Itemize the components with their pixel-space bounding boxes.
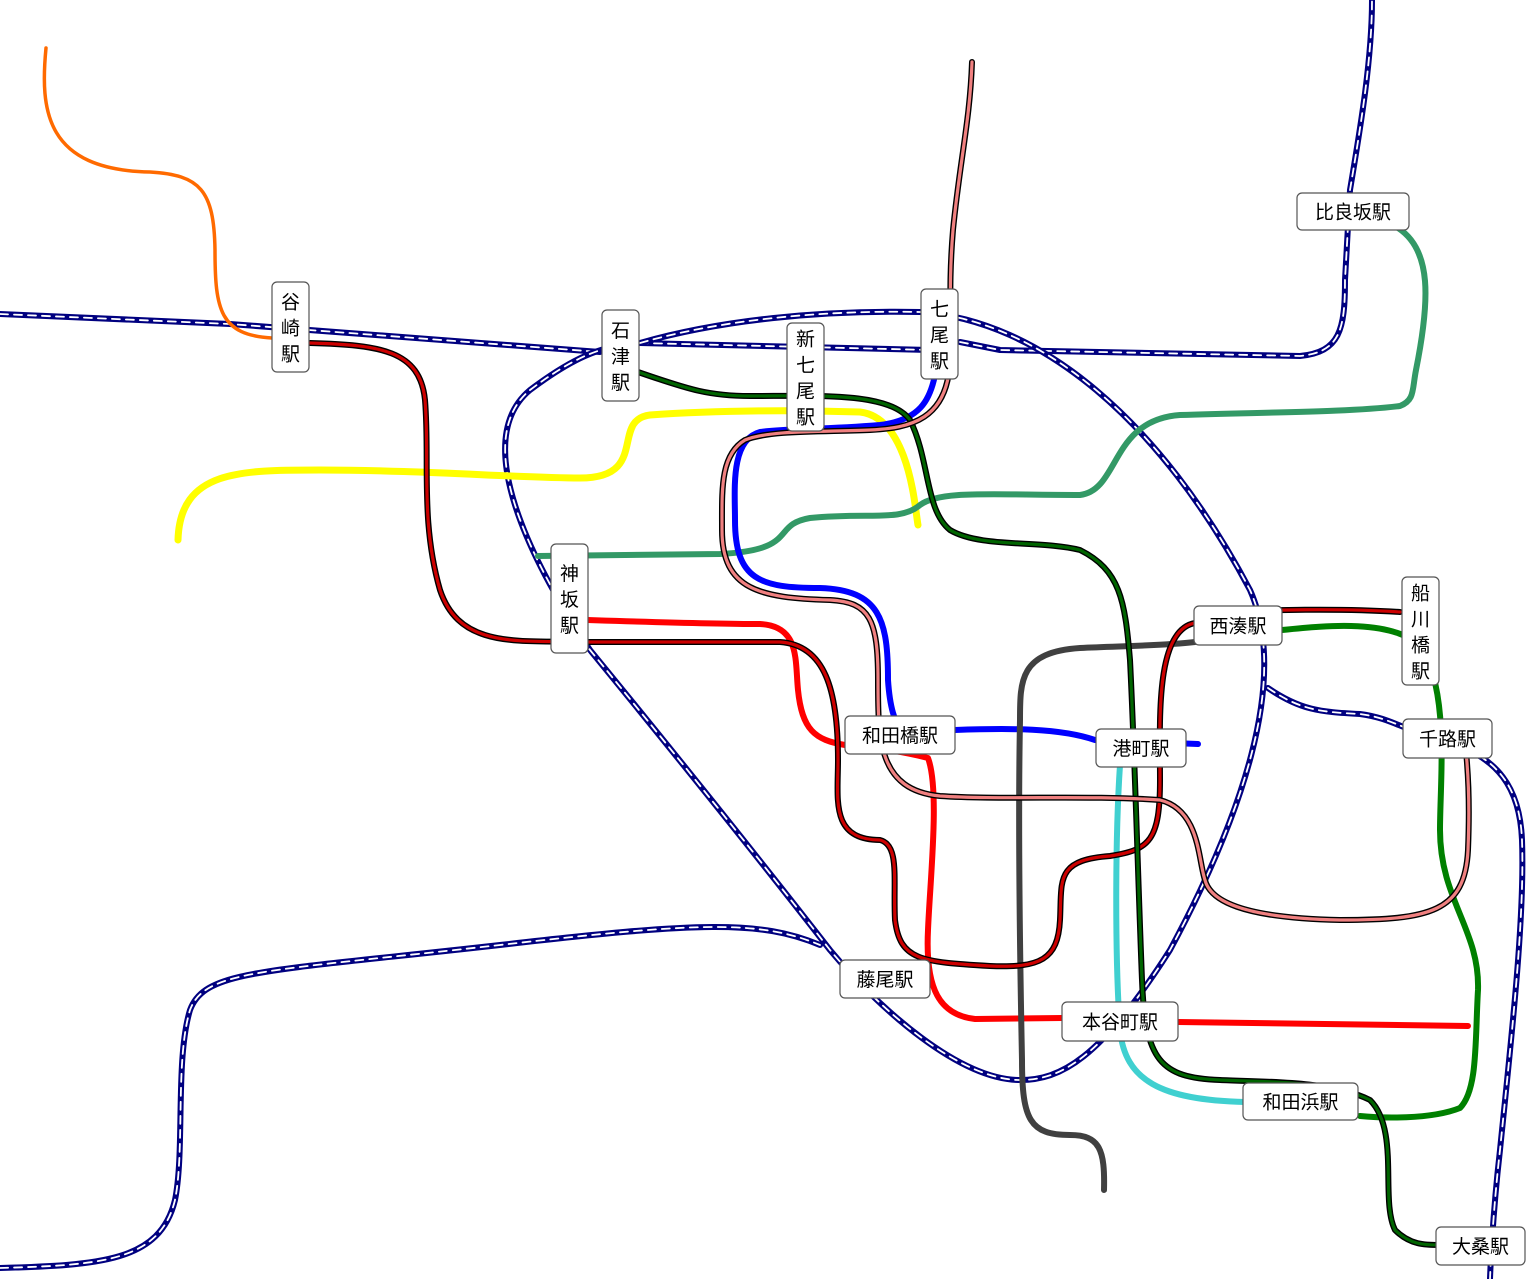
darkgreen-line: [635, 369, 1443, 1248]
station-name: 神坂駅: [560, 563, 579, 637]
station-wadahama[interactable]: 和田浜駅: [1242, 1082, 1359, 1121]
station-box: [550, 543, 589, 654]
station-ishizu[interactable]: 石津駅: [601, 309, 640, 402]
station-name: 大桑駅: [1452, 1236, 1509, 1258]
station-box: [920, 288, 959, 380]
station-name: 和田浜駅: [1262, 1092, 1338, 1114]
orange-line: [42, 46, 274, 340]
station-funakawabashi[interactable]: 船川橋駅: [1401, 576, 1440, 686]
station-nanao[interactable]: 七尾駅: [920, 288, 959, 380]
station-box: [1402, 718, 1493, 759]
station-name: 藤尾駅: [856, 969, 913, 991]
station-box: [786, 322, 825, 432]
yellow-line: [174, 407, 922, 544]
station-fujio[interactable]: 藤尾駅: [839, 959, 931, 999]
station-name: 七尾駅: [930, 298, 949, 372]
station-nishiminato[interactable]: 西湊駅: [1193, 605, 1283, 646]
station-box: [1193, 605, 1283, 646]
navy-loop-line: [502, 308, 1268, 1083]
seagreen-line: [535, 225, 1429, 559]
station-kamisaka[interactable]: 神坂駅: [550, 543, 589, 654]
station-name: 港町駅: [1112, 738, 1169, 760]
station-hirasaka[interactable]: 比良坂駅: [1296, 192, 1410, 231]
station-box: [844, 715, 956, 755]
station-name: 和田橋駅: [862, 725, 938, 747]
navy-main-line: [0, 0, 1375, 359]
station-name: 西湊駅: [1209, 616, 1266, 638]
charcoal-line: [1016, 639, 1198, 1193]
station-box: [839, 959, 931, 999]
station-wadabashi[interactable]: 和田橋駅: [844, 715, 956, 755]
station-name: 比良坂駅: [1315, 202, 1391, 224]
station-box: [601, 309, 640, 402]
station-box: [1296, 192, 1410, 231]
station-box: [1401, 576, 1440, 686]
green-line: [1279, 622, 1482, 1121]
navy-east-line: [1265, 685, 1526, 1279]
station-name: 谷崎駅: [281, 291, 300, 365]
station-name: 千路駅: [1419, 729, 1476, 751]
station-box: [1242, 1082, 1359, 1121]
station-hontanimachi[interactable]: 本谷町駅: [1061, 1001, 1179, 1042]
station-name: 本谷町駅: [1082, 1012, 1158, 1034]
station-box: [1095, 728, 1187, 768]
station-senro[interactable]: 千路駅: [1402, 718, 1493, 759]
station-name: 船川橋駅: [1411, 582, 1430, 682]
station-minatomachi[interactable]: 港町駅: [1095, 728, 1187, 768]
station-labels: 谷崎駅 石津駅 新七尾駅 七尾駅 比良坂駅神坂駅西湊駅 船川橋駅和田橋駅港町駅 千路駅藤尾駅…: [271, 192, 1526, 1266]
station-name: 新七尾駅: [796, 328, 815, 428]
darkred-line: [307, 340, 1403, 970]
navy-southwest-line: [0, 924, 823, 1271]
station-name: 石津駅: [611, 320, 630, 394]
station-box: [1061, 1001, 1179, 1042]
station-box: [271, 281, 310, 373]
station-oguwa[interactable]: 大桑駅: [1435, 1226, 1526, 1266]
station-shin-nanao[interactable]: 新七尾駅: [786, 322, 825, 432]
station-tanizaki[interactable]: 谷崎駅: [271, 281, 310, 373]
station-box: [1435, 1226, 1526, 1266]
